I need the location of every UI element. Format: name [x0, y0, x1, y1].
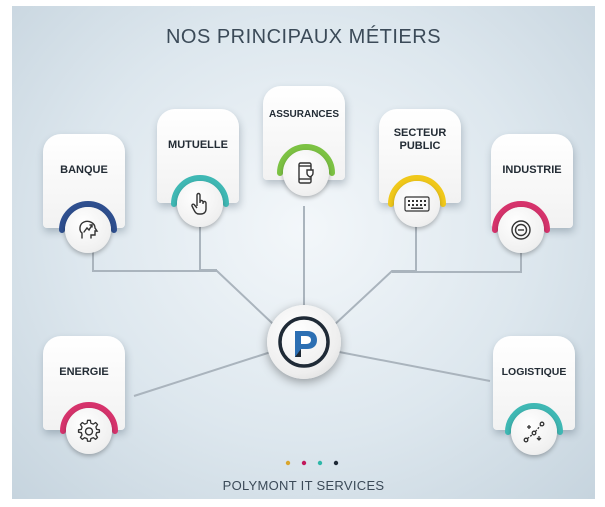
footer-dot: [333, 460, 339, 466]
sector-label: ENERGIE: [59, 366, 109, 378]
industrial-button-icon: [511, 220, 531, 240]
sector-icon-energie: [58, 400, 120, 462]
connector-energie: [133, 350, 275, 397]
polymont-logo-hub: [267, 305, 341, 379]
sector-icon-secteur-public: [386, 173, 448, 235]
sector-card-mutuelle: MUTUELLE: [157, 109, 239, 203]
sector-label: MUTUELLE: [168, 139, 228, 151]
growth-chart-head-icon: [79, 220, 99, 239]
sector-icon-assurances: [275, 142, 337, 204]
sector-label: INDUSTRIE: [502, 164, 562, 176]
sector-label: BANQUE: [60, 164, 108, 176]
sector-icon-industrie: [490, 199, 552, 261]
phone-shield-icon: [298, 162, 314, 184]
connector-mutuelle: [199, 226, 217, 271]
connector-industrie: [392, 251, 522, 273]
company-name: POLYMONT IT SERVICES: [222, 478, 385, 493]
polymont-logo-icon: [278, 316, 330, 368]
sector-icon-mutuelle: [169, 173, 231, 235]
sector-label: SECTEUR PUBLIC: [393, 127, 447, 152]
diagram-canvas: NOS PRINCIPAUX MÉTIERS BANQUE MUTUELLE: [12, 6, 595, 499]
pointing-hand-icon: [191, 192, 207, 215]
sector-label: ASSURANCES: [268, 109, 339, 120]
connector-lines: [92, 206, 522, 397]
connector-banque: [92, 251, 291, 341]
sector-card-banque: BANQUE: [43, 134, 125, 228]
sector-icon-banque: [57, 199, 119, 261]
sector-icon-logistique: [503, 401, 565, 463]
gear-icon: [77, 419, 101, 442]
footer-dot: [317, 460, 323, 466]
connector-logistique: [333, 350, 491, 382]
footer-dots: [285, 460, 339, 466]
keyboard-icon: [404, 196, 430, 212]
sector-label: LOGISTIQUE: [501, 366, 567, 378]
footer-dot: [285, 460, 291, 466]
route-network-icon: [523, 421, 545, 443]
page-title: NOS PRINCIPAUX MÉTIERS: [165, 26, 442, 48]
footer-dot: [301, 460, 307, 466]
